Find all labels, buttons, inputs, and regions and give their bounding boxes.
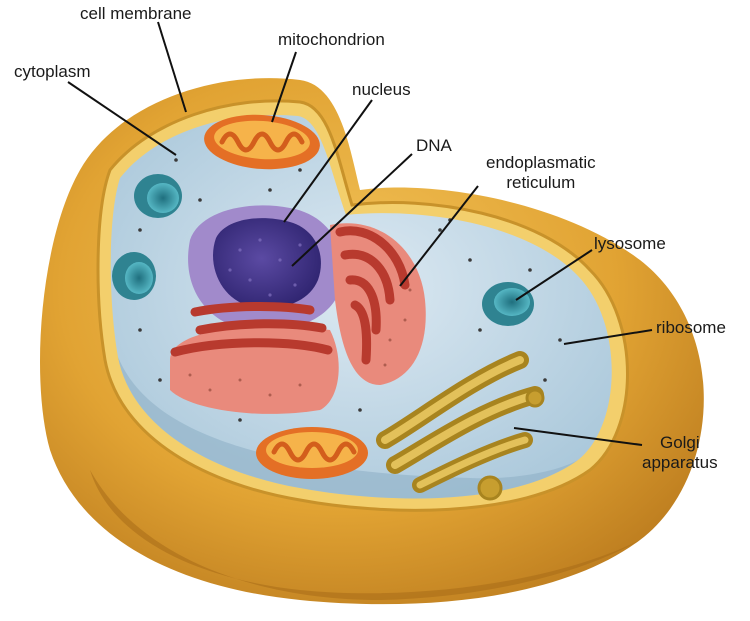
- label-cytoplasm: cytoplasm: [14, 62, 91, 81]
- lysosome-left-bottom: [112, 252, 156, 300]
- leader-lines: [67, 21, 653, 446]
- ribosome-dots: [138, 133, 562, 442]
- label-cell-membrane: cell membrane: [80, 4, 192, 23]
- label-dna: DNA: [416, 136, 452, 155]
- lysosome-right: [482, 282, 534, 326]
- mitochondrion-top: [204, 114, 320, 170]
- label-ribosome: ribosome: [656, 318, 726, 337]
- label-mitochondrion: mitochondrion: [278, 30, 385, 49]
- lysosome-left-top: [134, 174, 182, 218]
- endoplasmic-reticulum: [170, 223, 426, 414]
- golgi-apparatus: [376, 351, 545, 501]
- label-nucleus: nucleus: [352, 80, 411, 99]
- label-lysosome: lysosome: [594, 234, 666, 253]
- nucleus: [188, 205, 343, 331]
- mitochondrion-bottom: [256, 427, 368, 479]
